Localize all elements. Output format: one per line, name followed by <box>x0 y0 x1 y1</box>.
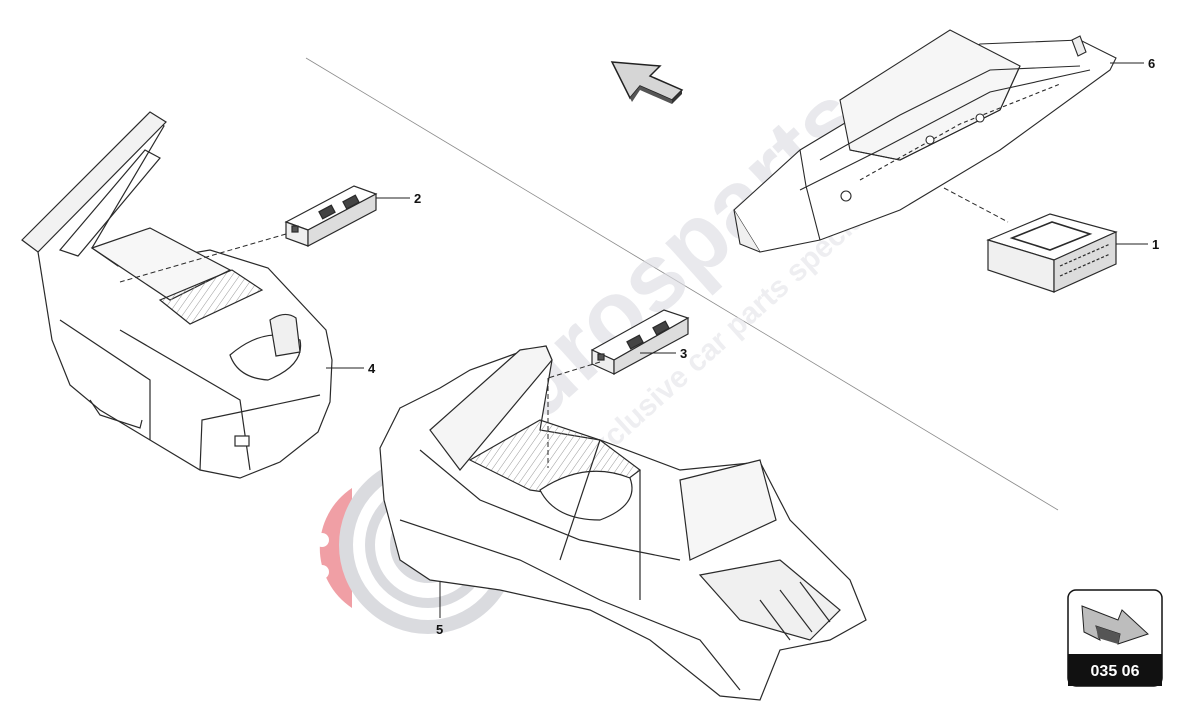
part-3-usb-module[interactable] <box>590 309 690 376</box>
callout-label-3[interactable]: 3 <box>680 346 687 361</box>
next-page-arrow-icon <box>1081 605 1149 645</box>
direction-arrow-icon <box>610 61 684 104</box>
callout-6[interactable]: 6 <box>1110 56 1155 71</box>
part-2-usb-module[interactable] <box>284 185 378 247</box>
leader-3-dashed <box>547 361 601 379</box>
callout-label-1[interactable]: 1 <box>1152 237 1159 252</box>
callout-3[interactable]: 3 <box>640 346 687 361</box>
part-4-armrest-console[interactable] <box>21 111 333 479</box>
separator-line <box>305 57 1059 511</box>
part-5-centre-console[interactable] <box>379 345 867 701</box>
page-badge[interactable]: 035 06 <box>1067 589 1163 687</box>
callout-5[interactable]: 5 <box>436 582 443 637</box>
callout-label-2[interactable]: 2 <box>414 191 421 206</box>
callout-1[interactable]: 1 <box>1116 237 1159 252</box>
callout-2[interactable]: 2 <box>376 191 421 206</box>
leader-2-dashed <box>119 233 287 283</box>
leader-6-dashed <box>943 187 1009 223</box>
callout-label-5[interactable]: 5 <box>436 622 443 637</box>
part-6-tray-assembly[interactable] <box>733 29 1117 253</box>
page-code[interactable]: 035 06 <box>1091 663 1140 680</box>
callout-4[interactable]: 4 <box>326 361 376 376</box>
part-1-control-unit[interactable] <box>986 213 1118 293</box>
callout-label-6[interactable]: 6 <box>1148 56 1155 71</box>
callout-label-4[interactable]: 4 <box>368 361 376 376</box>
